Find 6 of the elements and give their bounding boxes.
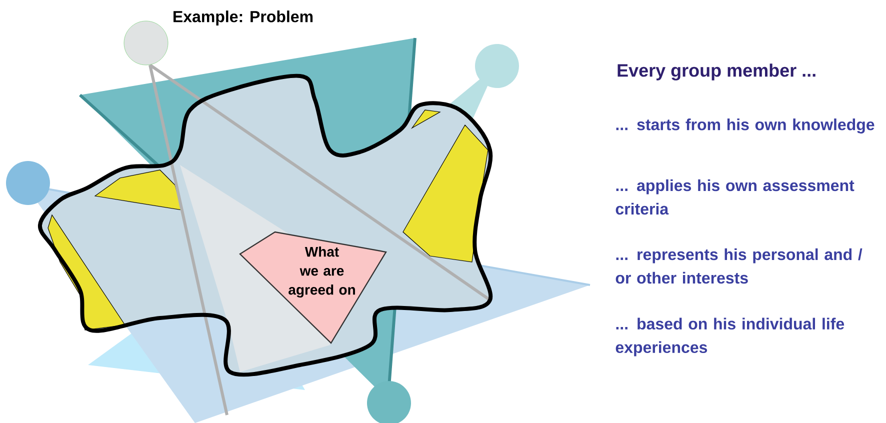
bullet-text: ... based on his individual life experiences bbox=[616, 318, 844, 356]
bullet-text: ... represents his personal and / or other interests bbox=[616, 248, 862, 284]
title: Example: Problem bbox=[174, 10, 313, 26]
bullet-text: ... applies his own assessment criteria bbox=[616, 179, 854, 215]
heading: Every group member ... bbox=[618, 64, 816, 80]
bullet-text: ... starts from his own knowledge bbox=[616, 118, 874, 134]
